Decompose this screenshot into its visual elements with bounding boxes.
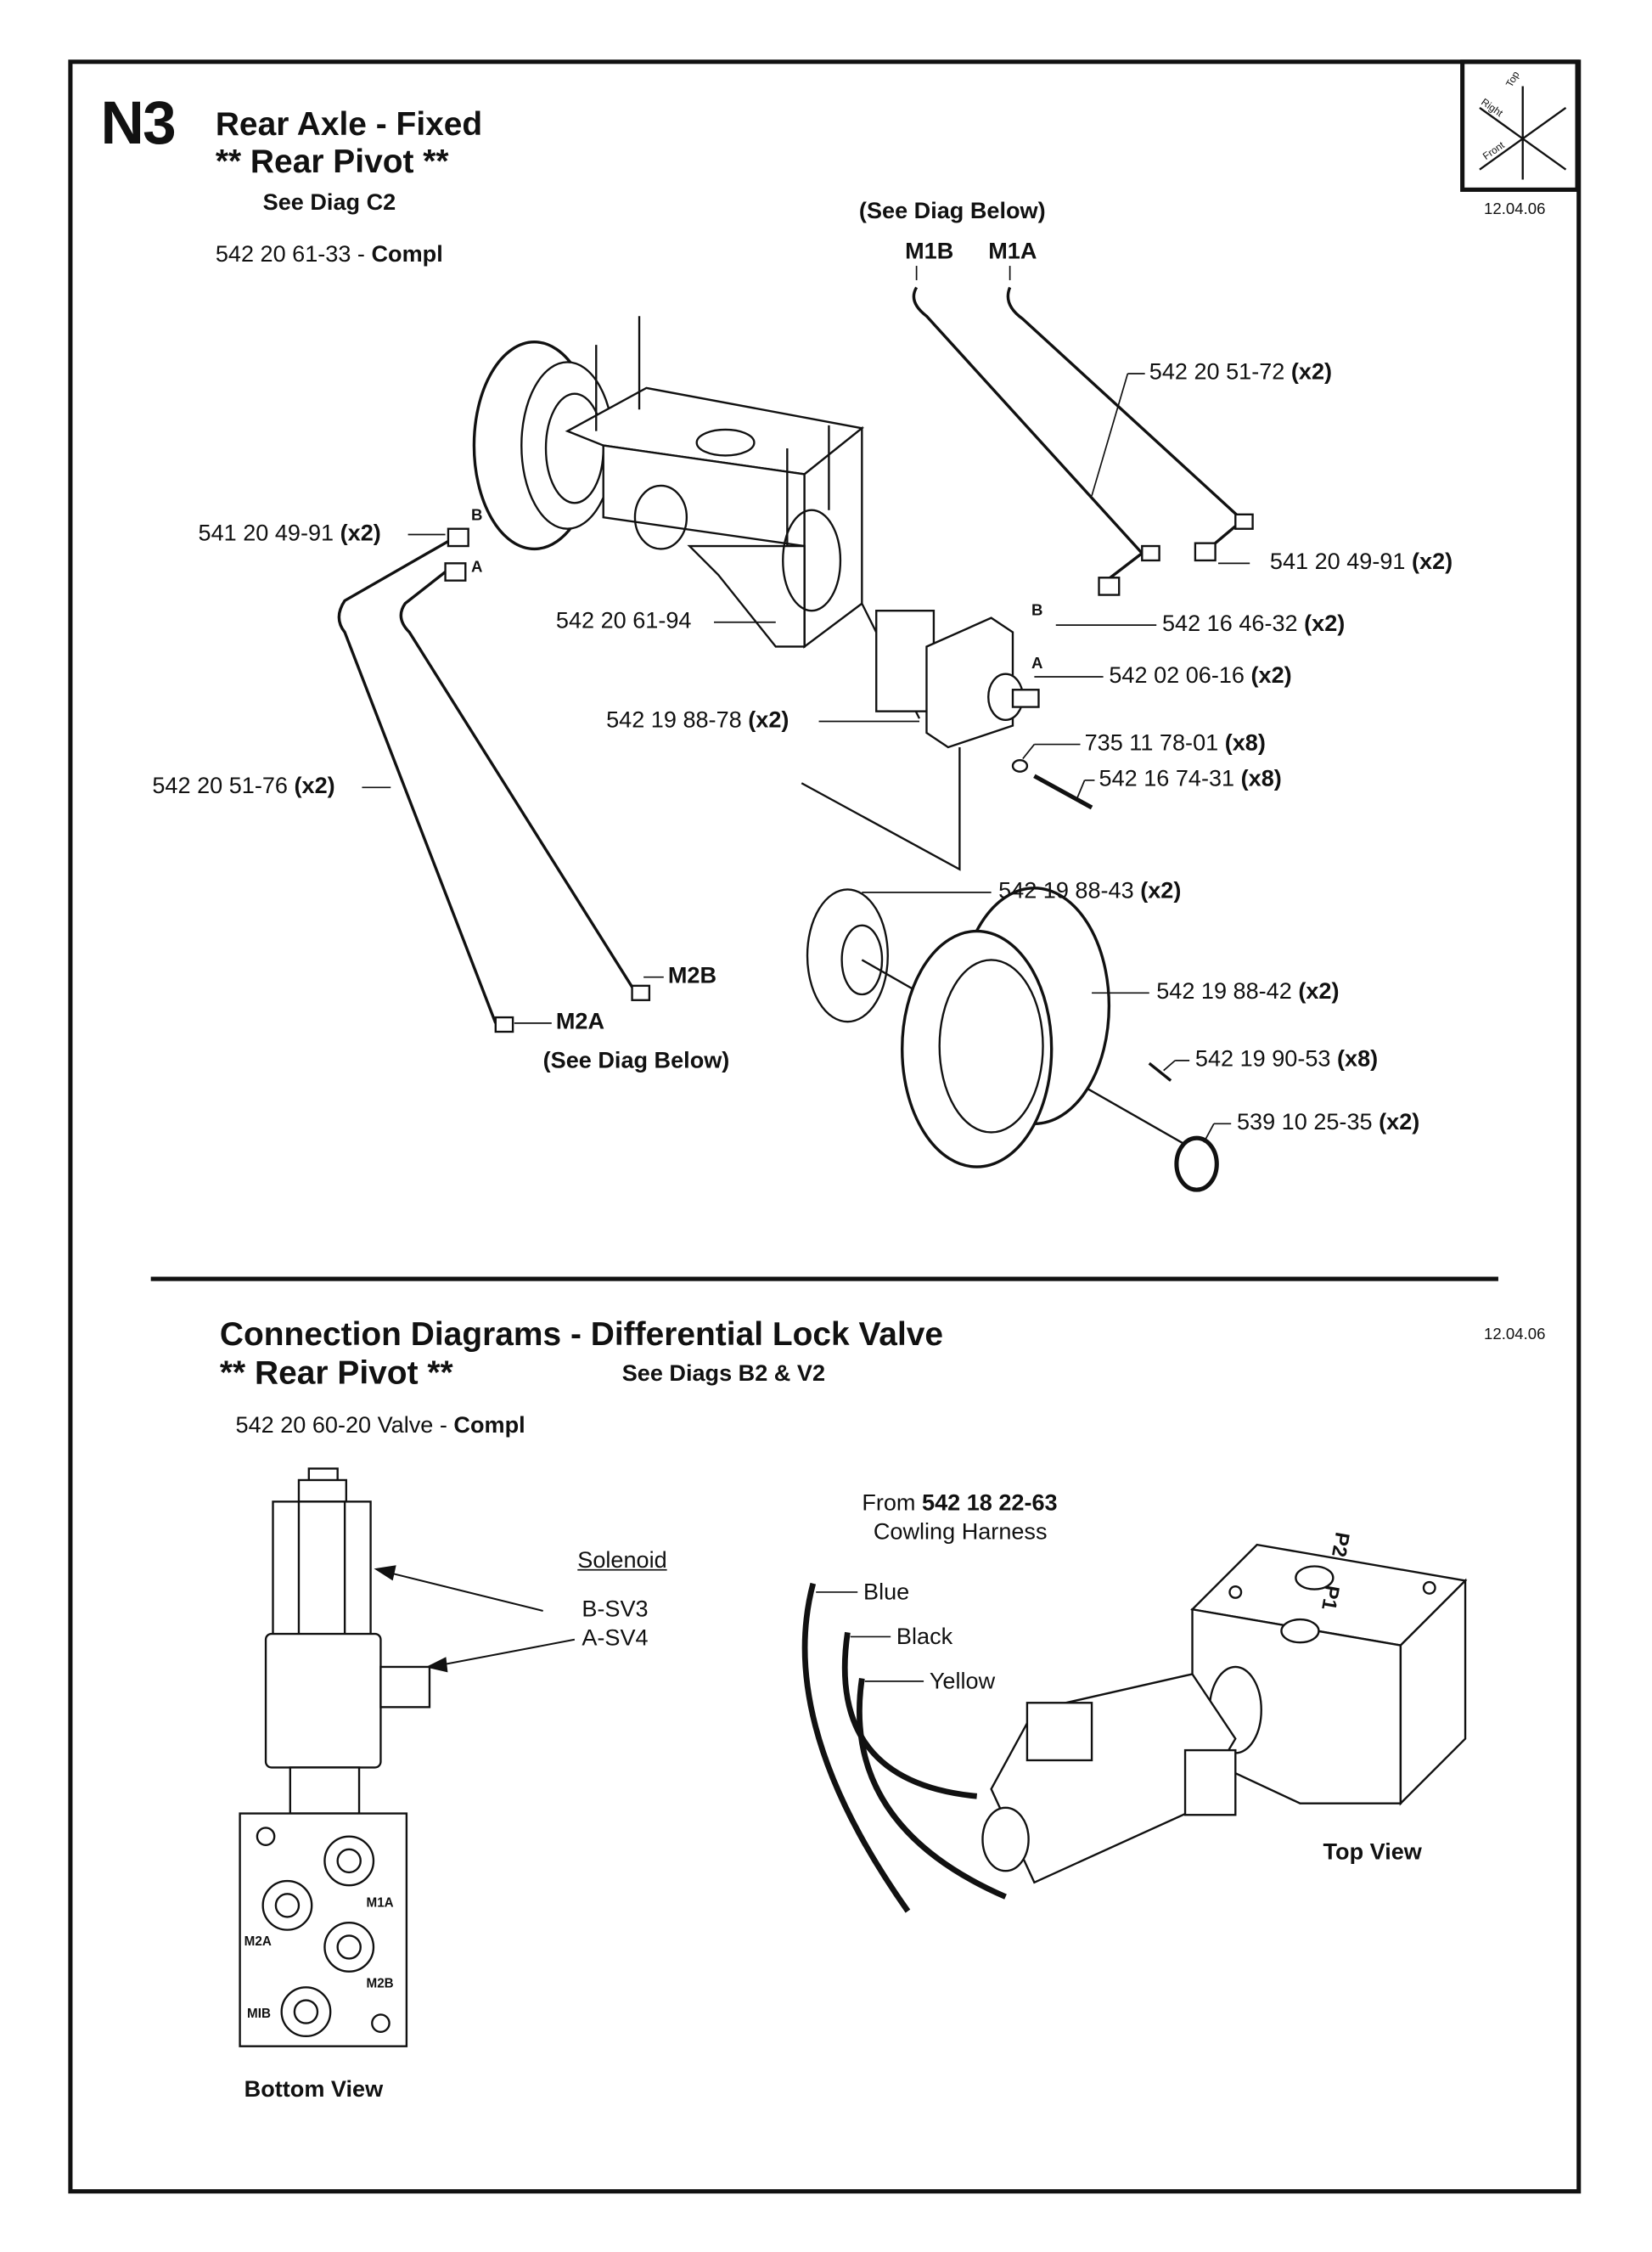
callout: 735 11 78-01 (x8) xyxy=(1084,731,1266,757)
callout: 539 10 25-35 (x2) xyxy=(1236,1111,1420,1135)
callout: 542 20 61-94 xyxy=(555,609,692,634)
port-a-label: A xyxy=(471,559,483,577)
callout: 542 19 88-78 (x2) xyxy=(606,708,789,734)
callout: 542 20 51-72 (x2) xyxy=(1149,360,1333,386)
callout: 542 19 88-43 (x2) xyxy=(998,879,1182,904)
callout: 541 20 49-91 (x2) xyxy=(198,521,381,547)
valve-top-view-drawing xyxy=(981,1543,1468,1884)
page-title: Rear Axle - Fixed xyxy=(215,104,483,143)
port-m1b: MIB xyxy=(247,2006,271,2021)
wheel-cap xyxy=(1174,1135,1219,1192)
solenoid-a-sv4: A-SV4 xyxy=(582,1626,649,1652)
callout: 542 20 51-76 (x2) xyxy=(152,774,335,799)
solenoid-b-sv3: B-SV3 xyxy=(582,1597,649,1623)
port-label-m1b: M1B xyxy=(905,239,954,265)
cowling-harness: Cowling Harness xyxy=(873,1520,1048,1545)
rear-wheel-left xyxy=(472,341,615,551)
solenoid-arrows xyxy=(374,1565,576,1673)
port-m2b: M2B xyxy=(366,1975,394,1990)
see-diag-below-top: (See Diag Below) xyxy=(858,200,1046,224)
callout: 542 19 90-53 (x8) xyxy=(1194,1047,1379,1073)
port-label-m2b: M2B xyxy=(667,964,717,989)
compass-box xyxy=(1460,59,1580,192)
axle-housing xyxy=(565,316,865,649)
hose-set xyxy=(337,286,1244,1024)
motor-port-a-label: A xyxy=(1031,655,1043,673)
callout: 542 02 06-16 (x2) xyxy=(1109,663,1292,689)
port-circles xyxy=(261,1835,375,2038)
page-frame xyxy=(68,59,1582,2194)
assembly-suffix: Compl xyxy=(371,242,443,267)
wire-yellow: Yellow xyxy=(929,1669,996,1695)
assembly-part: 542 20 61-33 - xyxy=(215,242,365,267)
callout: 541 20 49-91 (x2) xyxy=(1269,550,1453,575)
connection-subtitle: ** Rear Pivot ** xyxy=(219,1354,453,1392)
valve-number: 542 20 60-20 Valve - Compl xyxy=(235,1414,525,1438)
port-p2: P2 xyxy=(1327,1530,1355,1559)
date-top: 12.04.06 xyxy=(1484,200,1546,219)
see-diag-c2: See Diag C2 xyxy=(262,191,396,216)
port-b-label: B xyxy=(471,507,483,525)
valve-bottom-view-drawing xyxy=(239,1467,431,2047)
assembly-line xyxy=(801,746,961,871)
connection-title: Connection Diagrams - Differential Lock … xyxy=(219,1315,944,1353)
wire-black: Black xyxy=(896,1624,953,1650)
leader-lines xyxy=(362,266,1250,1143)
port-label-m2a: M2A xyxy=(555,1010,605,1035)
see-diag-below-bottom: (See Diag Below) xyxy=(542,1049,730,1074)
port-p1: P1 xyxy=(1318,1584,1345,1613)
page-subtitle: ** Rear Pivot ** xyxy=(215,142,449,180)
callout: 542 19 88-42 (x2) xyxy=(1156,980,1340,1005)
washer xyxy=(1011,758,1029,773)
port-m2a: M2A xyxy=(244,1934,272,1949)
section-code: N3 xyxy=(100,88,176,157)
wire-blue: Blue xyxy=(863,1580,910,1606)
bottom-view-label: Bottom View xyxy=(244,2077,384,2103)
see-diags-b2-v2: See Diags B2 & V2 xyxy=(621,1362,826,1387)
callout: 542 16 74-31 (x8) xyxy=(1099,767,1282,792)
solenoid-heading: Solenoid xyxy=(577,1549,667,1574)
motor-port-b-label: B xyxy=(1031,602,1043,620)
bolt xyxy=(1033,774,1093,810)
callout: 542 16 46-32 (x2) xyxy=(1161,611,1346,637)
port-label-m1a: M1A xyxy=(988,239,1037,265)
wheel-bolt xyxy=(1148,1061,1172,1082)
from-harness: From 542 18 22-63 xyxy=(862,1491,1058,1517)
port-m1a: M1A xyxy=(366,1895,394,1910)
rear-wheel-right xyxy=(901,887,1111,1168)
compass-icon xyxy=(1479,86,1567,180)
date-bottom: 12.04.06 xyxy=(1484,1326,1546,1344)
assembly-number: 542 20 61-33 - Compl xyxy=(215,242,443,267)
harness-wires xyxy=(801,1582,1007,1913)
fittings xyxy=(444,513,1254,1033)
top-view-label: Top View xyxy=(1323,1840,1422,1866)
hydraulic-motor xyxy=(861,603,1040,749)
